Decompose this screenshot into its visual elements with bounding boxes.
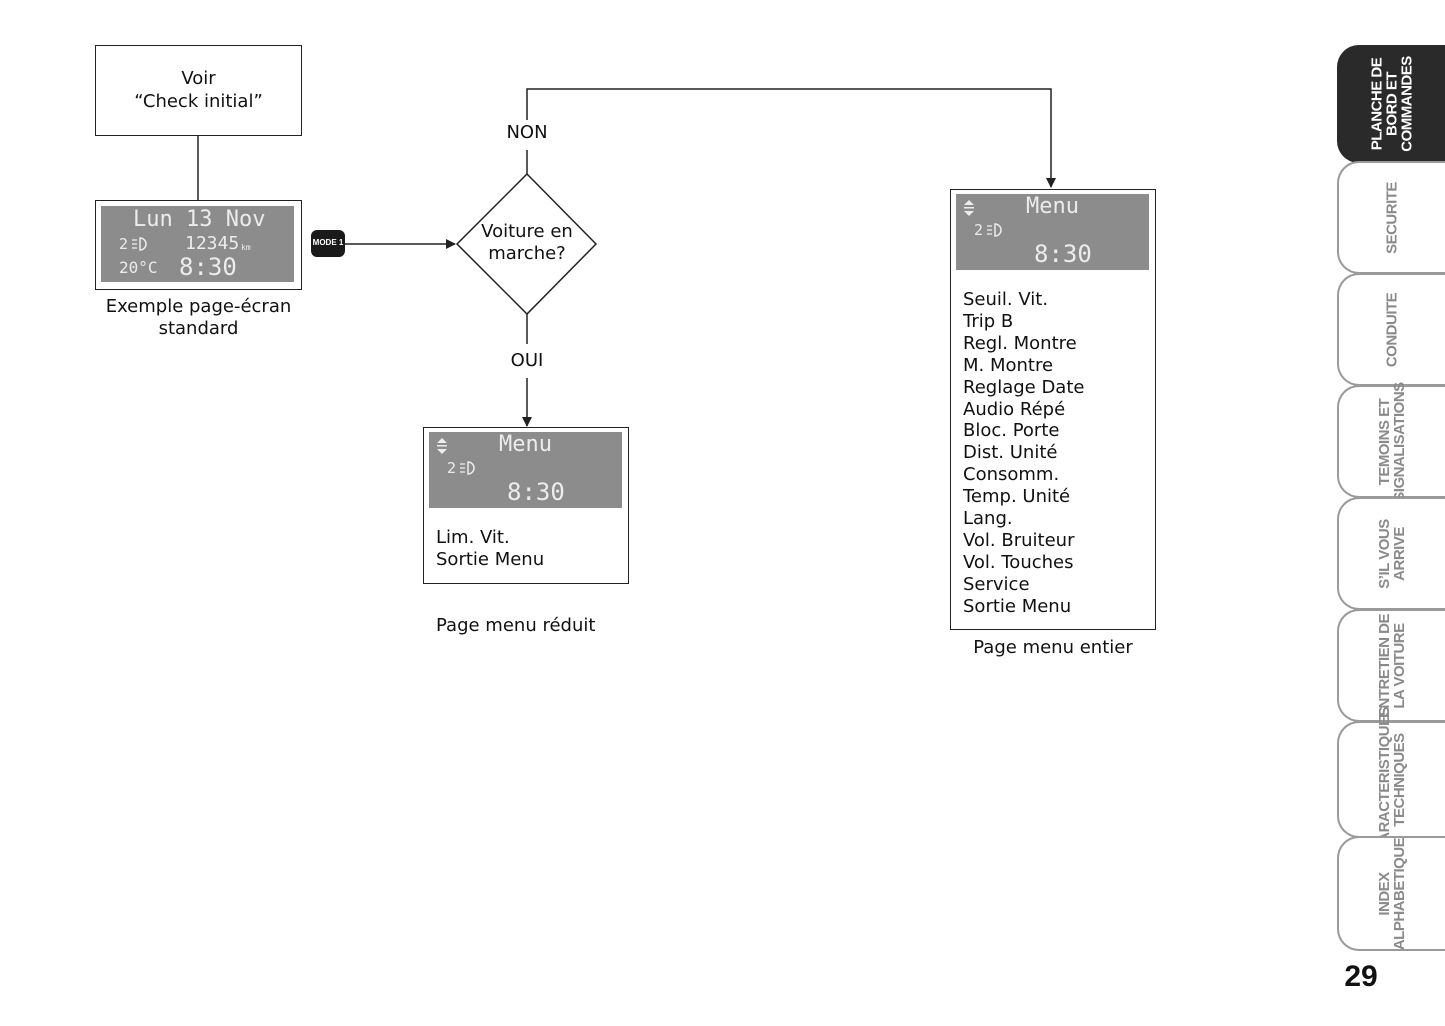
- headlight-icon: [460, 461, 475, 475]
- tab-label: CONDUITE: [1383, 292, 1401, 367]
- tab-caracteristiques[interactable]: CARACTERISTIQUES TECHNIQUES: [1337, 706, 1445, 853]
- lcd-temperature: 20°C: [119, 258, 158, 277]
- menu-item: Seuil. Vit.: [963, 289, 1049, 310]
- tab-securite[interactable]: SECURITE: [1337, 161, 1445, 274]
- menu-item: Vol. Touches: [963, 551, 1074, 573]
- menu-item: Lang.: [963, 508, 1013, 530]
- tab-planche-de-bord[interactable]: PLANCHE DE BORD ET COMMANDES: [1337, 45, 1445, 163]
- tab-temoins[interactable]: TEMOINS ET SIGNALISATIONS: [1337, 381, 1445, 502]
- menu-item: Consomm.: [963, 464, 1060, 486]
- mode-button-label: MODE 1: [312, 238, 344, 247]
- lcd-gear: 2: [119, 235, 129, 253]
- page-number: 29: [1344, 960, 1378, 993]
- menu-item: Sortie Menu: [963, 595, 1072, 617]
- headlight-icon: [132, 237, 147, 251]
- menu-item: Bloc. Porte: [963, 420, 1060, 442]
- full-menu-frame: Menu 2 8:30 Seuil. Vit. Trip B Regl. Mon…: [950, 189, 1156, 630]
- menu-item: Regl. Montre: [963, 332, 1077, 354]
- mode-button[interactable]: MODE 1: [311, 230, 345, 257]
- reduced-menu-lcd: Menu 2 8:30: [429, 432, 622, 508]
- decision-question-line2: marche?: [488, 243, 566, 264]
- menu-item: M. Montre: [963, 354, 1054, 376]
- full-menu-caption: Page menu entier: [973, 637, 1133, 658]
- full-menu-title: Menu: [1026, 194, 1079, 219]
- menu-item: Temp. Unité: [963, 486, 1071, 508]
- menu-item: Sortie Menu: [436, 548, 545, 570]
- headlight-icon: [987, 223, 1002, 237]
- tab-label: PLANCHE DE BORD ET COMMANDES: [1368, 56, 1416, 152]
- tab-label: CARACTERISTIQUES TECHNIQUES: [1376, 706, 1408, 853]
- menu-item: Trip B: [963, 310, 1014, 332]
- lcd-odometer: 12345: [185, 233, 240, 254]
- lcd-time: 8:30: [179, 253, 237, 281]
- tab-label: S’IL VOUS ARRIVE: [1376, 518, 1408, 589]
- tab-conduite[interactable]: CONDUITE: [1337, 273, 1445, 386]
- check-initial-line1: Voir: [181, 68, 216, 89]
- reduced-menu-title: Menu: [499, 432, 552, 457]
- reduced-menu-list: Lim. Vit. Sortie Menu: [436, 527, 544, 571]
- up-down-arrows-icon: [964, 200, 974, 216]
- tab-label: ENTRETIEN DE LA VOITURE: [1376, 613, 1408, 718]
- reduced-menu-caption: Page menu réduit: [436, 615, 596, 636]
- lcd-odometer-unit: km: [241, 243, 251, 252]
- menu-item: Reglage Date: [963, 376, 1085, 398]
- decision-diamond: [455, 172, 598, 316]
- check-initial-line2: “Check initial”: [134, 91, 263, 112]
- lcd-date: Lun 13 Nov: [133, 207, 266, 232]
- tab-sil-vous-arrive[interactable]: S’IL VOUS ARRIVE: [1337, 497, 1445, 610]
- menu-item: Lim. Vit.: [436, 527, 510, 548]
- full-menu-gear: 2: [974, 221, 984, 239]
- flowchart-connectors: [197, 88, 1056, 427]
- tab-label: TEMOINS ET SIGNALISATIONS: [1376, 381, 1408, 502]
- connector-non-to-full-menu: [526, 88, 1056, 188]
- standard-screen-caption-line1: Exemple page-écran: [105, 296, 292, 317]
- menu-item: Audio Répé: [963, 398, 1066, 420]
- tab-entretien[interactable]: ENTRETIEN DE LA VOITURE: [1337, 609, 1445, 722]
- standard-screen-frame: Lun 13 Nov 2 12345 km 20°C 8:30: [95, 200, 302, 290]
- tab-index[interactable]: INDEX ALPHABETIQUE: [1337, 836, 1445, 951]
- menu-item: Dist. Unité: [963, 442, 1058, 464]
- check-initial-box: Voir “Check initial”: [95, 45, 302, 136]
- full-menu-list: Seuil. Vit. Trip B Regl. Montre M. Montr…: [963, 289, 1084, 618]
- standard-lcd-display: Lun 13 Nov 2 12345 km 20°C 8:30: [101, 206, 294, 282]
- reduced-menu-gear: 2: [447, 459, 457, 477]
- menu-item: Vol. Bruiteur: [963, 529, 1075, 551]
- tab-label: SECURITE: [1383, 181, 1401, 254]
- up-down-arrows-icon: [437, 438, 447, 454]
- reduced-menu-frame: Menu 2 8:30 Lim. Vit. Sortie Menu: [423, 427, 629, 584]
- decision-yes-label: OUI: [510, 350, 544, 371]
- tab-label: INDEX ALPHABETIQUE: [1376, 837, 1408, 950]
- reduced-menu-time: 8:30: [507, 478, 565, 506]
- full-menu-time: 8:30: [1034, 240, 1092, 268]
- menu-item: Service: [963, 573, 1030, 595]
- decision-question-line1: Voiture en: [481, 221, 573, 242]
- standard-screen-caption-line2: standard: [158, 318, 239, 339]
- full-menu-lcd: Menu 2 8:30: [956, 194, 1149, 270]
- decision-no-label: NON: [506, 122, 548, 143]
